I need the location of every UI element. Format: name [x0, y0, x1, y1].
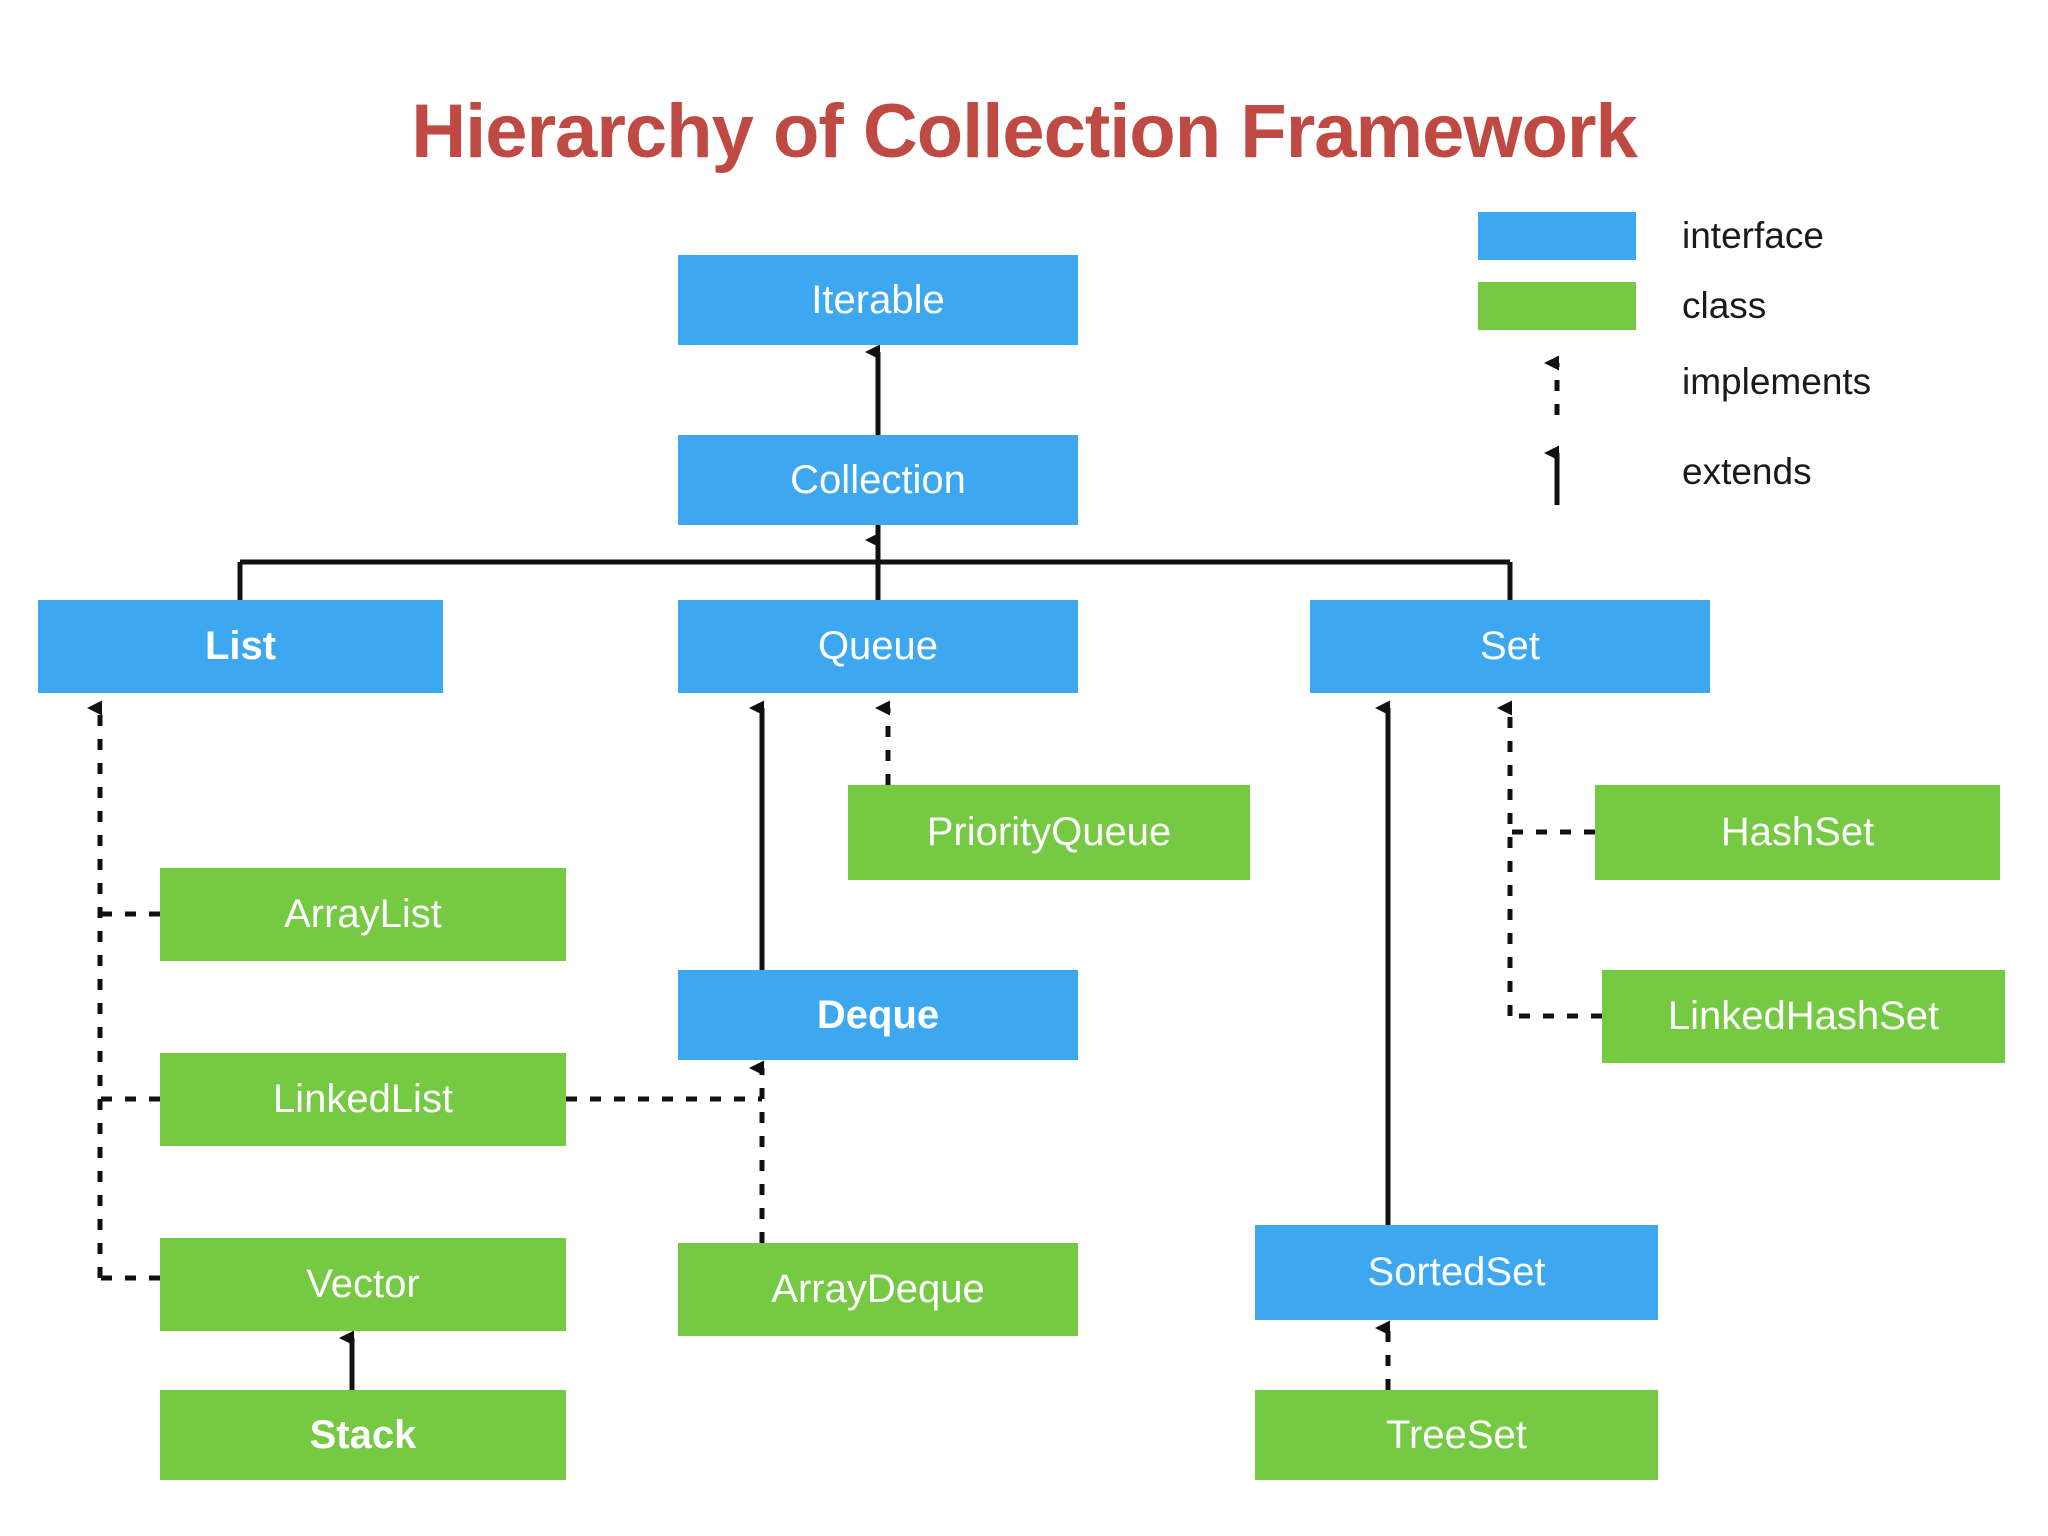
node-label: Deque [816, 992, 940, 1037]
node-label: Queue [817, 624, 939, 668]
node-treeset[interactable]: TreeSet [1255, 1390, 1658, 1480]
node-label: Vector [306, 1262, 420, 1306]
extends-arrow-icon [1478, 437, 1636, 507]
legend-label-implements: implements [1682, 361, 1872, 402]
node-label: SortedSet [1367, 1250, 1546, 1294]
legend-label-interface: interface [1682, 215, 1824, 256]
node-hashset[interactable]: HashSet [1595, 785, 2000, 880]
node-label: Collection [790, 457, 966, 502]
node-label: TreeSet [1386, 1412, 1527, 1457]
node-sortedset[interactable]: SortedSet [1255, 1225, 1658, 1320]
node-vector[interactable]: Vector [160, 1238, 566, 1331]
node-set[interactable]: Set [1310, 600, 1710, 693]
implements-arrow-icon [1478, 347, 1636, 417]
node-label: ArrayDeque [771, 1267, 985, 1311]
legend-item-extends: extends [1478, 437, 1812, 507]
node-label: List [204, 624, 277, 668]
node-label: Set [1479, 624, 1541, 668]
legend-item-implements: implements [1478, 347, 1871, 417]
page-title: Hierarchy of Collection Framework [411, 89, 1638, 174]
node-deque[interactable]: Deque [678, 970, 1078, 1060]
node-label: Iterable [811, 277, 945, 322]
legend-item-interface: interface [1478, 212, 1824, 260]
node-collection[interactable]: Collection [678, 435, 1078, 525]
node-iterable[interactable]: Iterable [678, 255, 1078, 345]
class-swatch-icon [1478, 282, 1636, 330]
interface-swatch-icon [1478, 212, 1636, 260]
node-arraydeque[interactable]: ArrayDeque [678, 1243, 1078, 1336]
node-priorityqueue[interactable]: PriorityQueue [848, 785, 1250, 880]
node-arraylist[interactable]: ArrayList [160, 868, 566, 961]
node-label: LinkedHashSet [1667, 994, 1940, 1038]
node-label: ArrayList [284, 892, 442, 936]
node-label: Stack [309, 1412, 417, 1457]
legend-label-class: class [1682, 285, 1767, 326]
node-list[interactable]: List [38, 600, 443, 693]
node-linkedhashset[interactable]: LinkedHashSet [1602, 970, 2005, 1063]
node-label: PriorityQueue [926, 810, 1172, 854]
node-stack[interactable]: Stack [160, 1390, 566, 1480]
node-linkedlist[interactable]: LinkedList [160, 1053, 566, 1146]
legend-label-extends: extends [1682, 451, 1812, 492]
node-queue[interactable]: Queue [678, 600, 1078, 693]
node-label: LinkedList [272, 1077, 454, 1121]
node-label: HashSet [1720, 810, 1875, 854]
legend-item-class: class [1478, 282, 1766, 330]
